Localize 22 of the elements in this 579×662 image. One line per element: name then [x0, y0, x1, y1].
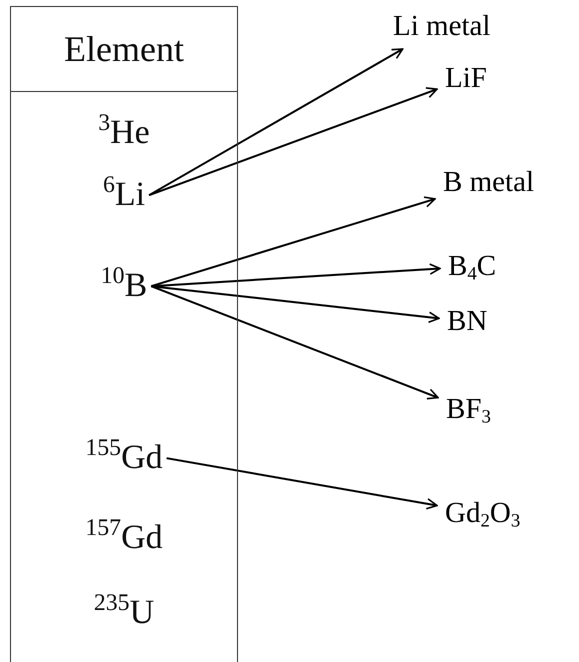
isotope-label: $^{155}$Gd [85, 438, 163, 479]
element-table [10, 6, 238, 662]
isotope-label: $^{10}$B [100, 266, 148, 307]
arrow [150, 285, 439, 400]
isotope-label: $^{235}$U [94, 592, 154, 634]
arrow [148, 48, 404, 196]
arrow [151, 285, 440, 324]
table-header: Element [64, 28, 184, 70]
arrow [166, 457, 438, 510]
isotope-label: $^{3}$He [98, 112, 150, 154]
arrow [151, 263, 441, 288]
compound-label: LiF [445, 62, 487, 94]
compound-label: BF$_{3}$ [446, 393, 491, 425]
compound-label: B metal [443, 166, 534, 198]
isotope-label: $^{157}$Gd [85, 518, 163, 559]
compound-label: Li metal [393, 10, 490, 42]
compound-label: Gd$_{2}$O$_{3}$ [445, 497, 520, 529]
compound-label: B$_{4}$C [448, 250, 496, 282]
arrow [150, 196, 436, 288]
isotope-label: $^{6}$Li [102, 174, 146, 216]
compound-label: BN [447, 305, 488, 337]
arrow [148, 87, 438, 196]
